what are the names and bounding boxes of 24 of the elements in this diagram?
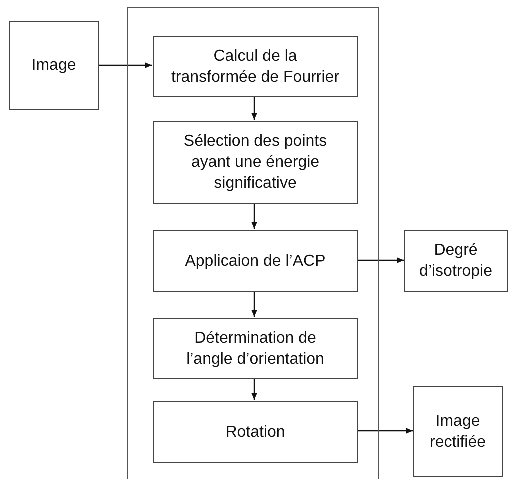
arrow xyxy=(99,62,152,68)
box-label: Rotation xyxy=(226,422,286,442)
process-box xyxy=(413,386,503,477)
box-label: Détermination de l’angle d’orientation xyxy=(186,328,326,370)
arrow xyxy=(357,258,404,264)
arrow xyxy=(357,428,413,434)
box-label: Calcul de la transformée de Fourrier xyxy=(170,46,341,88)
box-label: Image xyxy=(32,56,76,76)
arrow xyxy=(252,203,258,229)
process-box xyxy=(153,401,358,463)
process-box xyxy=(153,36,358,97)
process-box xyxy=(9,21,99,110)
process-box xyxy=(404,230,508,292)
box-label: Sélection des points ayant une énergie significative xyxy=(182,132,328,194)
arrow xyxy=(252,378,258,400)
process-box xyxy=(153,318,358,379)
box-label: Image rectifiée xyxy=(430,412,486,452)
box-label: Applicaion de l’ACP xyxy=(185,252,326,272)
container-frame xyxy=(127,7,379,479)
arrow xyxy=(252,291,258,317)
box-label: Degré d’isotropie xyxy=(420,241,492,282)
process-box xyxy=(153,230,358,292)
arrow xyxy=(252,96,258,120)
process-box xyxy=(153,121,358,204)
